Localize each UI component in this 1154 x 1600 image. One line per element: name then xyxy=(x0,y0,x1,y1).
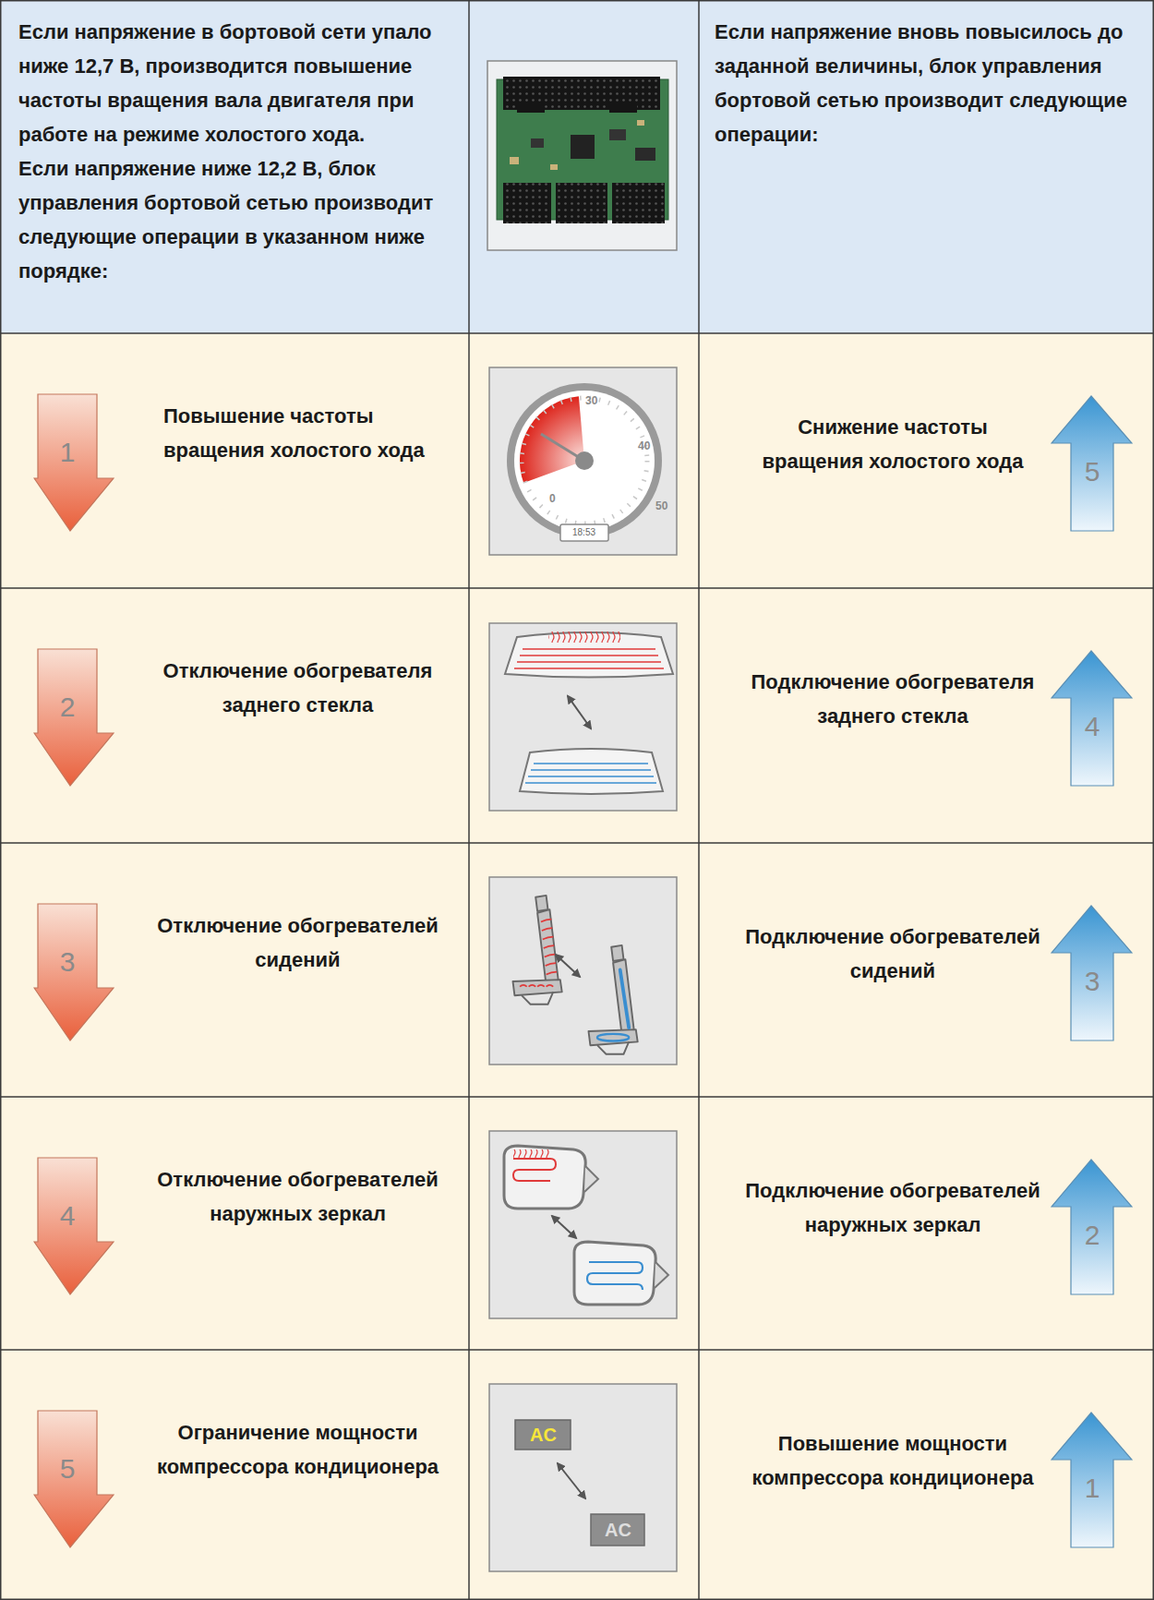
step-text: Отключение обогревателя заднего стекла xyxy=(138,653,457,722)
text-block: Снижение частоты вращения холостого хода xyxy=(745,409,1041,479)
text-block: Повышение мощности компрессора кондицион… xyxy=(745,1426,1041,1495)
step-number: 3 xyxy=(37,947,97,976)
down-step-arrow: 3 xyxy=(33,902,115,1042)
condition-cell: Если напряжение вновь повысилось до зада… xyxy=(698,0,1154,334)
up-step-arrow: 2 xyxy=(1050,1158,1133,1296)
step-text: Подключение обогревателей наружных зерка… xyxy=(745,1173,1041,1242)
up-step-arrow: 5 xyxy=(1050,395,1133,532)
gauge-number: 0 xyxy=(549,492,556,505)
gauge-number: 40 xyxy=(637,440,650,452)
down-step-arrow: 2 xyxy=(33,648,115,787)
down-step-arrow: 4 xyxy=(33,1156,115,1296)
ac-button-text: AC xyxy=(529,1425,557,1444)
text-block: Отключение обогревателей наружных зеркал xyxy=(138,1162,457,1231)
restore-step-cell: Подключение обогревателя заднего стекла 4 xyxy=(698,588,1154,843)
seat-icon xyxy=(489,877,677,1065)
shutdown-step-cell: Отключение обогревателей наружных зеркал… xyxy=(0,1096,469,1350)
step-text: Отключение обогревателей наружных зеркал xyxy=(138,1162,457,1231)
up-step-arrow: 1 xyxy=(1050,1411,1133,1549)
speedometer-icon xyxy=(489,367,677,555)
gauge-number: 50 xyxy=(655,500,668,512)
text-block: Отключение обогревателей сидений xyxy=(138,908,457,977)
text-block: Подключение обогревателей сидений xyxy=(745,919,1041,988)
step-text: Ограничение мощности компрессора кондици… xyxy=(138,1415,457,1484)
rear-window-icon xyxy=(489,623,677,811)
step-number: 2 xyxy=(37,692,97,722)
step-number: 4 xyxy=(37,1201,97,1230)
step-text: Снижение частоты вращения холостого хода xyxy=(745,409,1041,479)
up-step-arrow: 4 xyxy=(1050,649,1133,787)
text-block: Если напряжение вновь повысилось до зада… xyxy=(714,14,1140,152)
shutdown-step-cell: Отключение обогревателей сидений 3 xyxy=(0,842,469,1097)
step-text: Повышение мощности компрессора кондицион… xyxy=(745,1426,1041,1495)
step-number: 5 xyxy=(1070,456,1114,486)
restore-step-cell: Повышение мощности компрессора кондицион… xyxy=(698,1349,1154,1600)
step-text: Подключение обогревателей сидений xyxy=(745,919,1041,988)
step-text: Если напряжение вновь повысилось до зада… xyxy=(714,14,1140,152)
shutdown-step-cell: Повышение частоты вращения холостого ход… xyxy=(0,333,469,589)
step-number: 2 xyxy=(1070,1220,1114,1250)
text-block: Ограничение мощности компрессора кондици… xyxy=(138,1415,457,1484)
step-text: Повышение частоты вращения холостого ход… xyxy=(163,398,459,468)
step-text: Подключение обогревателя заднего стекла xyxy=(745,664,1041,734)
restore-step-cell: Подключение обогревателей наружных зерка… xyxy=(698,1096,1154,1350)
step-text: Если напряжение в бортовой сети упало ни… xyxy=(18,14,453,152)
restore-step-cell: Снижение частоты вращения холостого хода… xyxy=(698,333,1154,589)
clock-display: 18:53 xyxy=(572,528,596,538)
down-step-arrow: 1 xyxy=(33,393,115,532)
step-number: 1 xyxy=(37,437,97,467)
ac-button-text: AC xyxy=(604,1520,632,1539)
down-step-arrow: 5 xyxy=(33,1409,115,1549)
condition-cell: Если напряжение в бортовой сети упало ни… xyxy=(0,0,469,334)
up-step-arrow: 3 xyxy=(1050,904,1133,1042)
step-number: 1 xyxy=(1070,1473,1114,1503)
text-block: Подключение обогревателя заднего стекла xyxy=(745,664,1041,734)
text-block: Подключение обогревателей наружных зерка… xyxy=(745,1173,1041,1242)
step-text: Отключение обогревателей сидений xyxy=(138,908,457,977)
step-number: 5 xyxy=(37,1454,97,1483)
step-number: 3 xyxy=(1070,966,1114,996)
text-block: Если напряжение в бортовой сети упало ни… xyxy=(18,14,453,289)
control-unit-photo xyxy=(487,60,677,251)
step-number: 4 xyxy=(1070,711,1114,741)
shutdown-step-cell: Ограничение мощности компрессора кондици… xyxy=(0,1349,469,1600)
text-block: Повышение частоты вращения холостого ход… xyxy=(163,398,459,468)
step-text: Если напряжение ниже 12,2 В, блок управл… xyxy=(18,151,453,289)
ac-icon xyxy=(489,1383,677,1572)
gauge-number: 30 xyxy=(585,395,598,407)
text-block: Отключение обогревателя заднего стекла xyxy=(138,653,457,722)
mirror-icon xyxy=(489,1130,677,1319)
restore-step-cell: Подключение обогревателей сидений 3 xyxy=(698,842,1154,1097)
shutdown-step-cell: Отключение обогревателя заднего стекла 2 xyxy=(0,588,469,843)
